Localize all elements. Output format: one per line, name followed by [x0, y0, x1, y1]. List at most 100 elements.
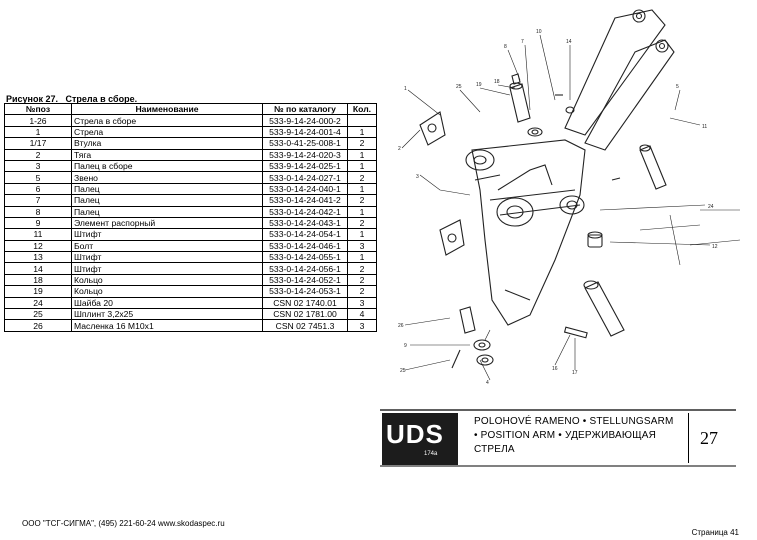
svg-text:9: 9: [404, 343, 407, 349]
row-name: Палец: [71, 194, 263, 207]
row-quantity: 1: [347, 251, 377, 264]
row-position: 12: [4, 239, 72, 253]
row-quantity: 1: [347, 228, 377, 241]
svg-text:4: 4: [486, 380, 489, 386]
row-name: Элемент распорный: [71, 216, 263, 230]
row-quantity: 1: [347, 148, 377, 161]
row-catalog-number: CSN 02 7451.3: [262, 319, 348, 332]
title-strip-frame: [380, 409, 736, 467]
row-name: Кольцо: [71, 285, 263, 298]
row-quantity: 1: [347, 182, 377, 196]
header-name: Наименование: [71, 102, 263, 116]
row-catalog-number: 533-0-14-24-052-1: [262, 273, 348, 287]
row-catalog-number: 533-0-14-24-056-1: [262, 262, 348, 275]
svg-text:17: 17: [572, 370, 578, 376]
row-name: Палец: [71, 205, 263, 218]
logo-text: UDS: [386, 419, 444, 449]
row-position: 26: [4, 319, 72, 332]
figure-number: 27: [700, 428, 718, 448]
row-name: Стрела: [71, 125, 263, 139]
row-catalog-number: 533-9-14-24-020-3: [262, 148, 348, 161]
row-position: 2: [4, 148, 72, 161]
row-name: Шплинт 3,2x25: [71, 308, 263, 321]
row-catalog-number: 533-9-14-24-000-2: [262, 114, 348, 127]
svg-text:5: 5: [676, 84, 679, 90]
row-name: Штифт: [71, 262, 263, 275]
svg-text:8: 8: [504, 44, 507, 50]
bracket: [419, 111, 465, 256]
row-position: 25: [4, 308, 72, 321]
row-catalog-number: 533-9-14-24-001-4: [262, 125, 348, 139]
table-header-row: №поз Наименование № по каталогу Кол.: [4, 102, 377, 116]
row-catalog-number: 533-0-14-24-042-1: [262, 205, 348, 218]
row-position: 7: [4, 194, 72, 207]
row-position: 5: [4, 171, 72, 184]
row-name: Шайба 20: [71, 296, 263, 310]
logo: UDS 174a: [382, 413, 458, 465]
row-catalog-number: 533-0-14-24-053-1: [262, 285, 348, 298]
row-position: 14: [4, 262, 72, 275]
row-quantity: 3: [347, 319, 377, 332]
row-position: 13: [4, 251, 72, 264]
row-quantity: 1: [347, 159, 377, 173]
leader-lines: [401, 34, 741, 381]
svg-text:19: 19: [476, 82, 482, 88]
footer-company: ООО "ТСГ-СИГМА", (495) 221-60-24 www.sko…: [22, 519, 225, 528]
small-fasteners: [451, 73, 621, 369]
svg-text:18: 18: [494, 79, 500, 85]
row-position: 3: [4, 159, 72, 173]
row-position: 1/17: [4, 137, 72, 150]
row-name: Палец в сборе: [71, 159, 263, 173]
row-catalog-number: 533-0-14-24-043-1: [262, 216, 348, 230]
row-catalog-number: 533-0-14-24-041-2: [262, 194, 348, 207]
row-catalog-number: 533-0-14-24-040-1: [262, 182, 348, 196]
row-quantity: 2: [347, 216, 377, 230]
logo-code: 174a: [424, 451, 438, 457]
row-catalog-number: 533-0-14-24-027-1: [262, 171, 348, 184]
row-position: 19: [4, 285, 72, 298]
row-catalog-number: CSN 02 1740.01: [262, 296, 348, 310]
header-quantity: Кол.: [347, 102, 377, 116]
header-catalog-number: № по каталогу: [262, 102, 348, 116]
row-quantity: 2: [347, 262, 377, 275]
svg-text:10: 10: [536, 29, 542, 35]
svg-text:3: 3: [416, 174, 419, 180]
row-quantity: 2: [347, 194, 377, 207]
row-position: 6: [4, 182, 72, 196]
row-position: 1-26: [4, 114, 72, 127]
row-quantity: 1: [347, 205, 377, 218]
row-catalog-number: 533-0-14-24-046-1: [262, 239, 348, 253]
svg-text:24: 24: [708, 204, 714, 210]
row-position: 24: [4, 296, 72, 310]
svg-text:7: 7: [521, 39, 524, 45]
row-quantity: 3: [347, 296, 377, 310]
row-catalog-number: 533-9-14-24-025-1: [262, 159, 348, 173]
parts-table: №поз Наименование № по каталогу Кол. 1-2…: [4, 102, 377, 332]
svg-text:12: 12: [712, 244, 718, 250]
figure-caption: Рисунок 27. Стрела в сборе.: [6, 94, 138, 104]
washers: [473, 106, 575, 366]
svg-text:14: 14: [566, 39, 572, 45]
row-name: Палец: [71, 182, 263, 196]
exploded-assembly-drawing: 1 2 3 25 19 18 8 7 10 14 5 11 24 12 26 9…: [398, 9, 741, 386]
row-position: 11: [4, 228, 72, 241]
svg-text:25: 25: [400, 368, 406, 374]
row-name: Тяга: [71, 148, 263, 161]
arm-plate-upper: [564, 9, 666, 136]
boom-body: [465, 139, 586, 326]
callout-numbers: 1 2 3 25 19 18 8 7 10 14 5 11 24 12 26 9…: [398, 29, 718, 386]
footer-page-number: Страница 41: [691, 528, 739, 537]
arm-plate-lower: [584, 39, 675, 151]
row-name: Болт: [71, 239, 263, 253]
